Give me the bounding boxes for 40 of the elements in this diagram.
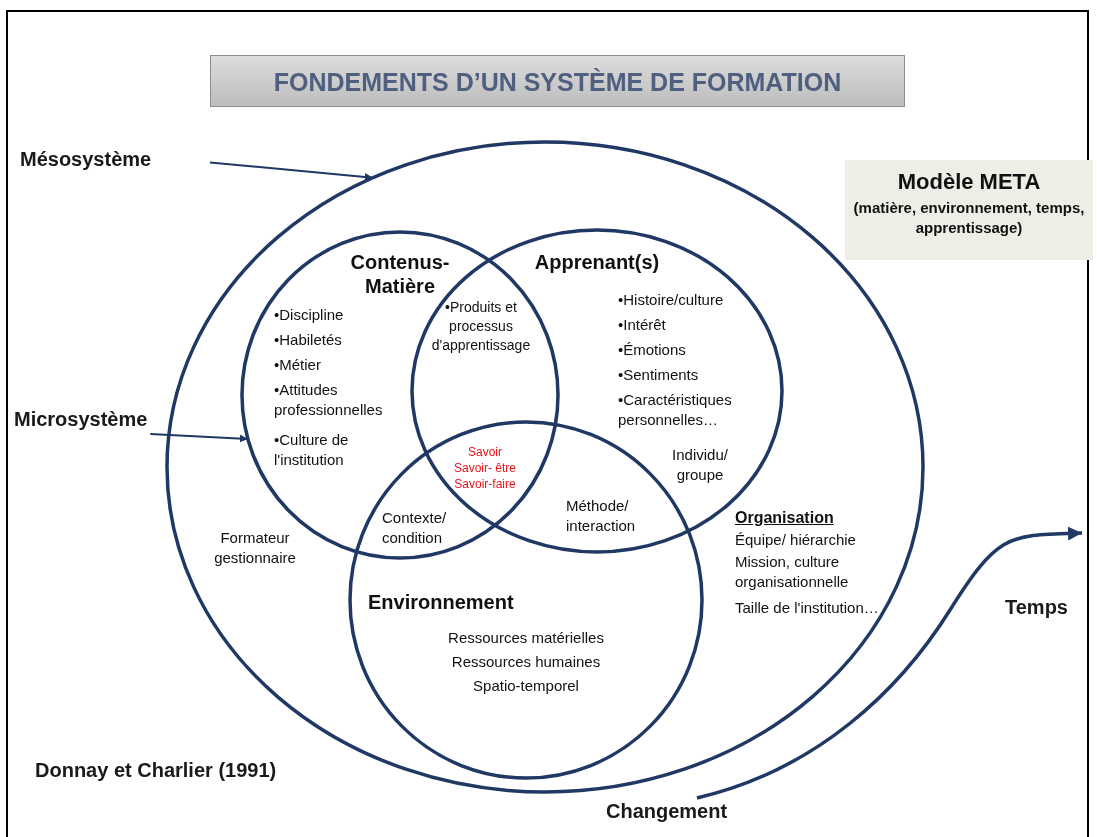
region-text: Équipe/ hiérarchie	[735, 530, 857, 550]
system-label: Mésosystème	[20, 147, 153, 172]
circle-heading: Apprenant(s)	[533, 250, 661, 274]
axis-label: Changement	[606, 799, 729, 824]
panel-heading: Modèle META	[896, 168, 1042, 196]
panel-text: (matière, environnement, temps, apprentissage)	[852, 198, 1086, 238]
circle-text: Spatio-temporel	[472, 676, 580, 696]
overlap-text: •Produits et processus d'apprentissage	[430, 298, 532, 355]
list-item: •Histoire/culture	[618, 290, 725, 310]
region-text: Formateur gestionnaire	[213, 528, 297, 568]
circle-heading: Contenus- Matière	[349, 250, 451, 298]
list-item: •Culture de l'institution	[274, 430, 350, 470]
list-item: •Métier	[274, 355, 322, 375]
list-item: •Discipline	[274, 305, 345, 325]
overlap-text: Savoir- être	[453, 460, 517, 476]
info-panel	[845, 160, 1093, 260]
circle-text: Individu/ groupe	[671, 445, 729, 485]
list-item: •Sentiments	[618, 365, 700, 385]
list-item: •Intérêt	[618, 315, 667, 335]
overlap-text: Savoir	[467, 444, 503, 460]
overlap-text: Contexte/ condition	[382, 508, 448, 548]
region-text: Taille de l'institution…	[735, 598, 880, 618]
region-heading: Organisation	[735, 508, 835, 528]
arrow	[149, 433, 249, 443]
list-item: •Émotions	[618, 340, 687, 360]
region-text: Mission, culture organisationnelle	[735, 552, 850, 592]
circle-text: Ressources matérielles	[447, 628, 605, 648]
circle-text: Ressources humaines	[450, 652, 602, 672]
source-citation: Donnay et Charlier (1991)	[35, 758, 278, 783]
list-item: •Attitudes professionnelles	[274, 380, 384, 420]
list-item: •Caractéristiques personnelles…	[618, 390, 733, 430]
arrow	[209, 161, 374, 181]
system-label: Microsystème	[14, 407, 149, 432]
list-item: •Habiletés	[274, 330, 343, 350]
circle-heading: Environnement	[368, 590, 515, 614]
axis-label: Temps	[1005, 595, 1069, 620]
overlap-text: Méthode/ interaction	[566, 496, 637, 536]
title-banner: FONDEMENTS D’UN SYSTÈME DE FORMATION	[210, 55, 905, 107]
curved-arrow	[696, 526, 1083, 800]
overlap-text: Savoir-faire	[453, 476, 517, 492]
